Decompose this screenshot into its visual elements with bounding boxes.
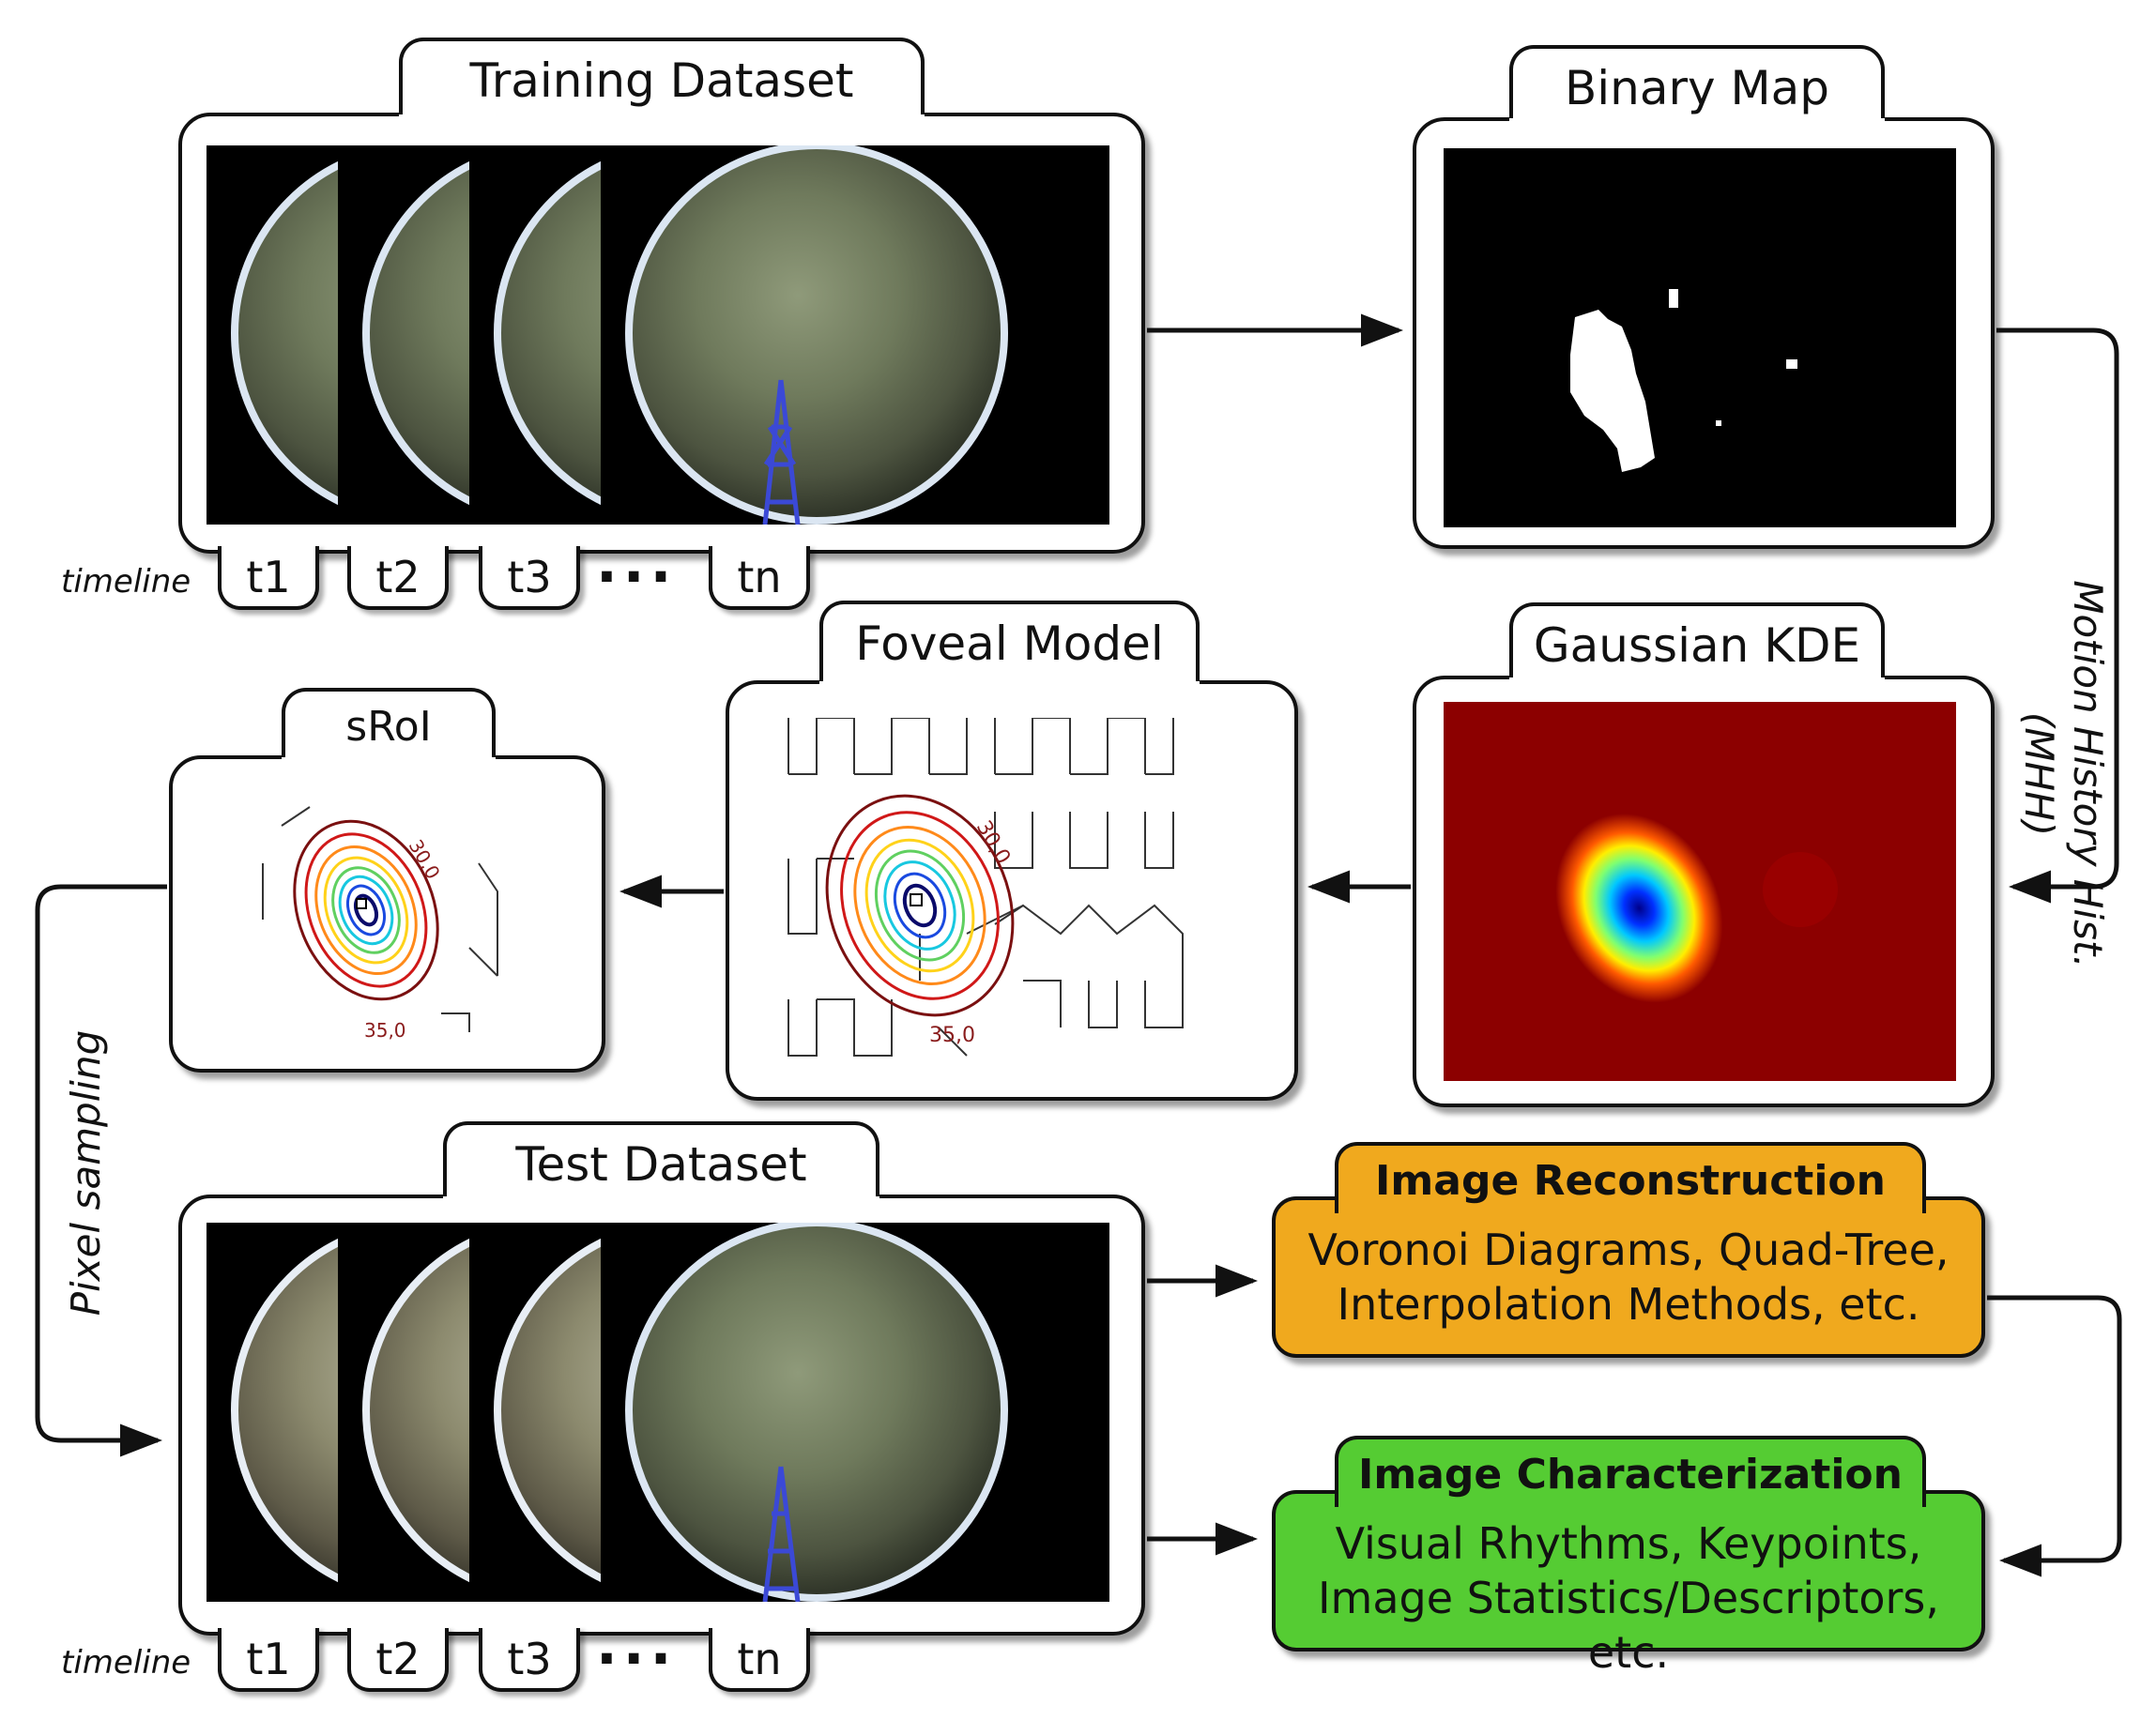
test-frame-t3-image — [494, 1238, 601, 1583]
foveal-contour-label-bottom: 35,0 — [929, 1024, 975, 1047]
frame-tn-image — [625, 145, 1008, 525]
training-image-strip — [206, 145, 1109, 525]
test-timeline-label: timeline — [61, 1644, 191, 1682]
arrow-binary-to-kde — [1996, 327, 2119, 904]
training-label-t2: t2 — [347, 533, 449, 610]
sroi-plot: 30,0 35,0 — [253, 788, 535, 1051]
training-label-tn: tn — [709, 533, 810, 610]
frame-t1-image — [231, 160, 338, 506]
image-characterization-line2: Image Statistics/Descriptors, etc. — [1317, 1573, 1939, 1678]
training-label-t3: t3 — [479, 533, 580, 610]
arrow-sroi-to-test — [35, 884, 167, 1457]
binary-map-image — [1444, 148, 1956, 527]
frame-t2-image — [362, 160, 469, 506]
gaussian-kde-title: Gaussian KDE — [1533, 618, 1861, 673]
test-label-t1: t1 — [218, 1615, 319, 1692]
foveal-model-tab: Foveal Model — [819, 601, 1200, 694]
image-reconstruction-line2: Interpolation Methods, etc. — [1337, 1279, 1920, 1330]
sroi-tab: sRoI — [282, 688, 496, 770]
test-label-t3: t3 — [479, 1615, 580, 1692]
foveal-model-title: Foveal Model — [855, 616, 1164, 671]
image-reconstruction-line1: Voronoi Diagrams, Quad-Tree, — [1307, 1225, 1950, 1275]
test-image-strip — [206, 1223, 1109, 1602]
test-label-t2: t2 — [347, 1615, 449, 1692]
frame-t3-image — [494, 160, 601, 506]
image-characterization-title: Image Characterization — [1358, 1451, 1903, 1499]
sroi-panel — [169, 755, 605, 1073]
foveal-model-panel — [726, 680, 1298, 1101]
image-characterization-tab: Image Characterization — [1335, 1436, 1926, 1520]
test-ellipsis: ... — [596, 1612, 678, 1678]
test-label-tn: tn — [709, 1615, 810, 1692]
test-frame-t2-image — [362, 1238, 469, 1583]
gaussian-kde-heatmap — [1444, 702, 1956, 1081]
binary-map-title: Binary Map — [1564, 61, 1830, 115]
test-dataset-title: Test Dataset — [515, 1137, 807, 1192]
test-frame-tn-image — [625, 1223, 1008, 1602]
test-dataset-tab: Test Dataset — [443, 1121, 879, 1210]
foveal-model-plot: 30,0 35,0 — [779, 717, 1248, 1074]
sroi-title: sRoI — [345, 703, 432, 751]
training-timeline-label: timeline — [61, 563, 191, 601]
gaussian-kde-tab: Gaussian KDE — [1509, 602, 1885, 691]
sroi-contour-label-bottom: 35,0 — [364, 1019, 406, 1042]
test-frame-t1-image — [231, 1238, 338, 1583]
image-characterization-line1: Visual Rhythms, Keypoints, — [1335, 1518, 1922, 1569]
training-dataset-title: Training Dataset — [469, 53, 854, 108]
binary-map-tab: Binary Map — [1509, 45, 1885, 131]
training-dataset-tab: Training Dataset — [399, 38, 925, 128]
image-reconstruction-tab: Image Reconstruction — [1335, 1142, 1926, 1226]
arrow-reconstruction-to-characterization — [1987, 1295, 2122, 1577]
image-reconstruction-title: Image Reconstruction — [1375, 1157, 1886, 1205]
training-label-t1: t1 — [218, 533, 319, 610]
training-ellipsis: ... — [596, 530, 678, 596]
